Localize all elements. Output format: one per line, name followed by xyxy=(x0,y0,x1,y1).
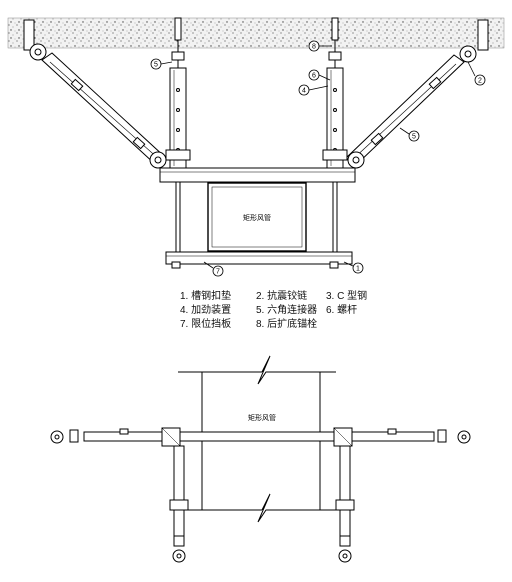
legend-item: 2. 抗震铰链 xyxy=(256,291,308,302)
legend-item: 6. 螺杆 xyxy=(326,305,358,316)
duct-elevation xyxy=(207,182,307,252)
legend-item: 1. 槽钢扣垫 xyxy=(180,291,232,302)
callout-1: 1 xyxy=(356,266,360,273)
top-channel xyxy=(159,167,356,183)
legend-item: 8. 后扩底锚栓 xyxy=(256,319,318,330)
legend-item: 5. 六角连接器 xyxy=(256,305,318,316)
legend-row: 1. 槽钢扣垫 2. 抗震铰链 3. C 型钢 xyxy=(180,290,386,304)
callout-5-right: 5 xyxy=(412,134,416,141)
bottom-channel xyxy=(165,251,353,269)
callouts xyxy=(150,40,486,277)
callout-5-left: 5 xyxy=(154,62,158,69)
parts-legend: 1. 槽钢扣垫 2. 抗震铰链 3. C 型钢 4. 加劲装置 5. 六角连接器… xyxy=(180,290,386,332)
callout-6: 6 xyxy=(312,73,316,80)
plan-horizontal-braces xyxy=(50,427,471,447)
legend-row: 7. 限位挡板 8. 后扩底锚栓 xyxy=(180,318,386,332)
duct-label-top: 矩形风管 xyxy=(243,213,271,222)
callout-4: 4 xyxy=(302,88,306,95)
right-hanger xyxy=(322,17,348,169)
plan-vertical-braces xyxy=(169,445,355,563)
legend-item: 4. 加劲装置 xyxy=(180,305,232,316)
left-hanger xyxy=(165,17,191,169)
callout-2: 2 xyxy=(478,78,482,85)
legend-row: 4. 加劲装置 5. 六角连接器 6. 螺杆 xyxy=(180,304,386,318)
concrete-slab xyxy=(7,17,505,49)
threaded-rods xyxy=(175,182,338,255)
legend-item: 7. 限位挡板 xyxy=(180,319,232,330)
callout-7: 7 xyxy=(216,269,220,276)
legend-item: 3. C 型钢 xyxy=(326,291,368,302)
duct-label-plan: 矩形风管 xyxy=(248,413,276,422)
callout-8: 8 xyxy=(312,44,316,51)
